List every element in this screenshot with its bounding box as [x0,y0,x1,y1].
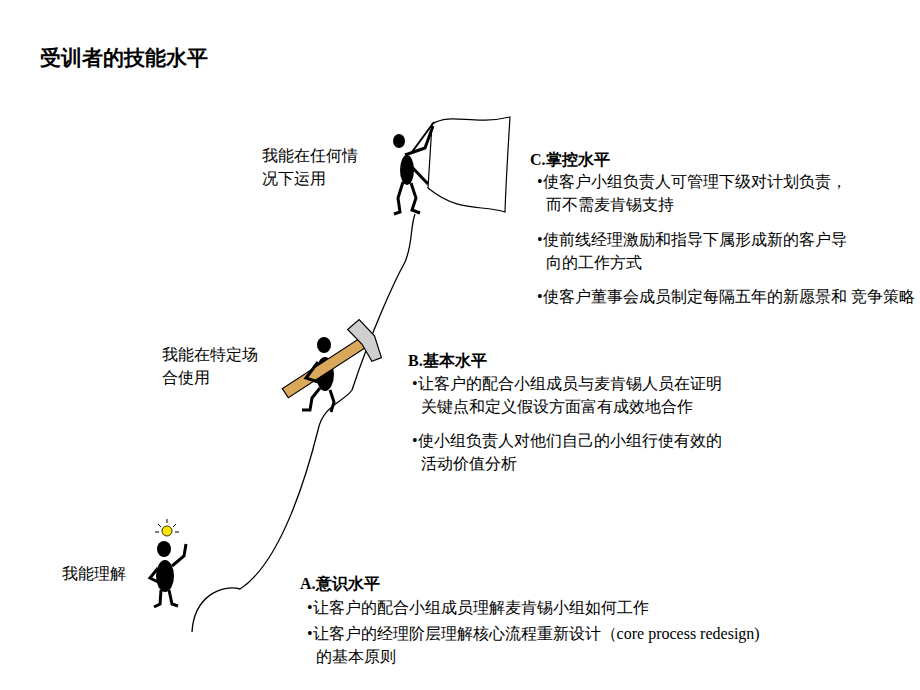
bullet-item: •让客户的配合小组成员与麦肯锡人员在证明 关键点和定义假设方面富有成效地合作 [412,372,811,418]
level-caption: 我能理解 [62,562,152,585]
hammer-figure [274,317,387,412]
level-heading: A.意识水平 [300,572,500,595]
level-heading: B.基本水平 [408,349,608,372]
bullet-item: •使客户小组负责人可管理下级对计划负责， 而不需麦肯锡支持 [537,170,916,216]
flag-figure [393,117,510,214]
idea-figure [150,519,186,607]
level-heading: C.掌控水平 [530,148,730,171]
bullet-item: •使前线经理激励和指导下属形成新的客户导 向的工作方式 [537,228,916,274]
bullet-item: •使客户董事会成员制定每隔五年的新愿景和 竞争策略 [537,285,916,308]
bullet-item: •使小组负责人对他们自己的小组行使有效的 活动价值分析 [412,429,811,475]
page-title: 受训者的技能水平 [40,44,208,72]
mountain-curve [192,214,415,632]
level-caption: 我能在特定场 合使用 [162,343,282,389]
bullet-item: •让客户的配合小组成员理解麦肯锡小组如何工作 [307,596,836,619]
level-caption: 我能在任何情 况下运用 [262,144,382,190]
bullet-item: •让客户的经理阶层理解核心流程重新设计（core process redesig… [307,622,826,668]
